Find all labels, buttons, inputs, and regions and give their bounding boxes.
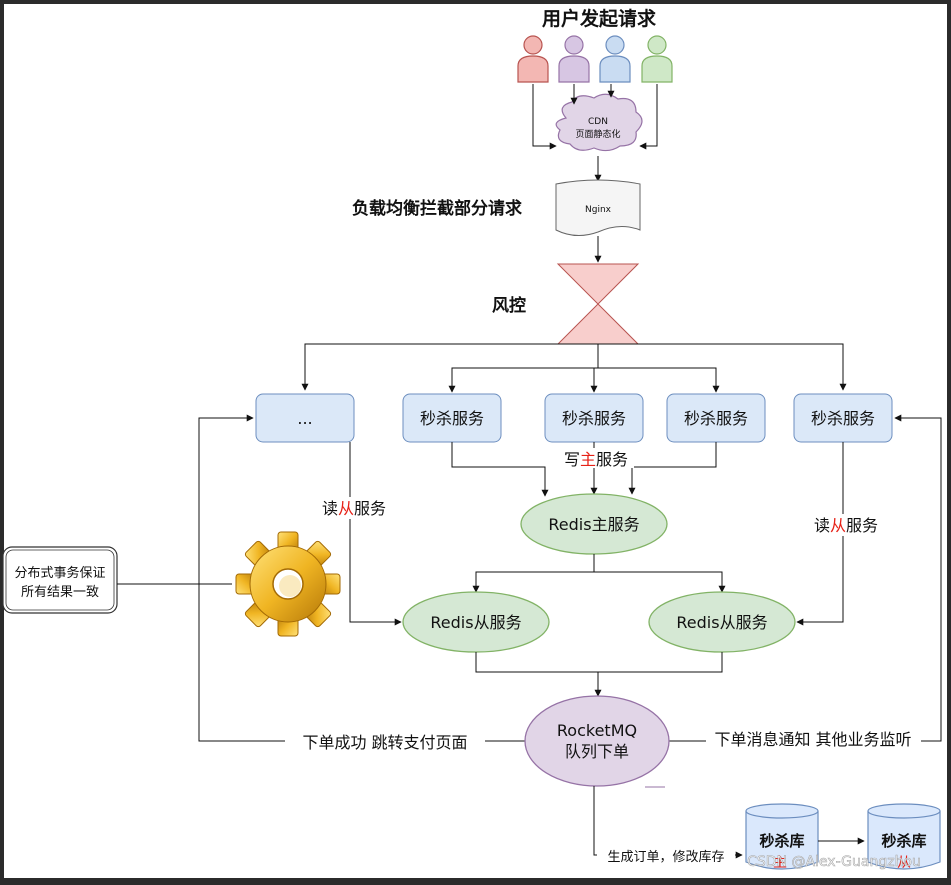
user-arrows [532,84,658,182]
create-order-label: 生成订单，修改库存 [607,849,724,865]
title-text: 用户发起请求 [542,7,657,30]
database-master-icon [745,803,819,870]
write-master-label-bg [558,448,634,468]
read-slave-label-right-bg [806,514,886,536]
nginx-document-icon [555,179,641,236]
nginx-label: Nginx [585,205,612,215]
write-master-label: 写主服务 [564,450,628,469]
distributed-transaction-box [2,546,118,614]
load-balance-label: 负载均衡拦截部分请求 [352,198,522,219]
risk-control-label: 风控 [492,295,526,316]
cdn-label-line1: CDN [588,117,608,127]
user-green-icon [641,35,673,83]
gear-icon [235,531,341,637]
order-success-label-bg [285,731,485,753]
read-slave-label-right: 读从服务 [814,516,878,535]
redis-slave-label-left: Redis从服务 [430,613,521,632]
seckill-service-label-3: 秒杀服务 [684,409,748,428]
distributed-transaction-line1: 分布式事务保证 [14,565,105,581]
user-red-icon [517,35,549,83]
distribution-arrows [301,343,847,393]
seckill-service-label-1: 秒杀服务 [420,409,484,428]
database-master-label: 秒杀库 [759,832,804,850]
csdn-watermark: CSDN @Alex-Guangzhou [747,854,921,870]
read-slave-label-left-bg [314,497,394,519]
order-success-label: 下单成功 跳转支付页面 [302,733,467,752]
service-ellipsis-label: ... [297,409,312,428]
user-blue-icon [599,35,631,83]
seckill-service-label-2: 秒杀服务 [562,409,626,428]
redis-master-label: Redis主服务 [548,515,639,534]
replication-arrows [472,554,726,593]
database-slave-icon [867,803,941,870]
create-order-label-bg [597,844,735,864]
cdn-cloud-icon [555,93,643,152]
order-notify-label-bg [706,728,921,750]
redis-slave-label-right: Redis从服务 [676,613,767,632]
user-purple-icon [558,35,590,83]
slave-to-mq-arrows [475,652,723,697]
rocketmq-label-line2: 队列下单 [565,742,629,761]
cdn-label-line2: 页面静态化 [575,128,620,140]
distributed-transaction-line2: 所有结果一致 [21,585,99,600]
rocketmq-ellipse [524,695,670,787]
database-slave-mark: 从 [897,855,911,871]
database-master-mark: 主 [773,855,787,871]
rocketmq-label-line1: RocketMQ [557,721,637,740]
database-slave-label: 秒杀库 [881,832,926,850]
distributed-transaction-inner-border [5,549,115,611]
read-slave-label-left: 读从服务 [322,499,386,518]
order-notify-label: 下单消息通知 其他业务监听 [714,730,911,749]
seckill-service-label-4: 秒杀服务 [811,409,875,428]
service-ellipsis-box [255,393,355,443]
